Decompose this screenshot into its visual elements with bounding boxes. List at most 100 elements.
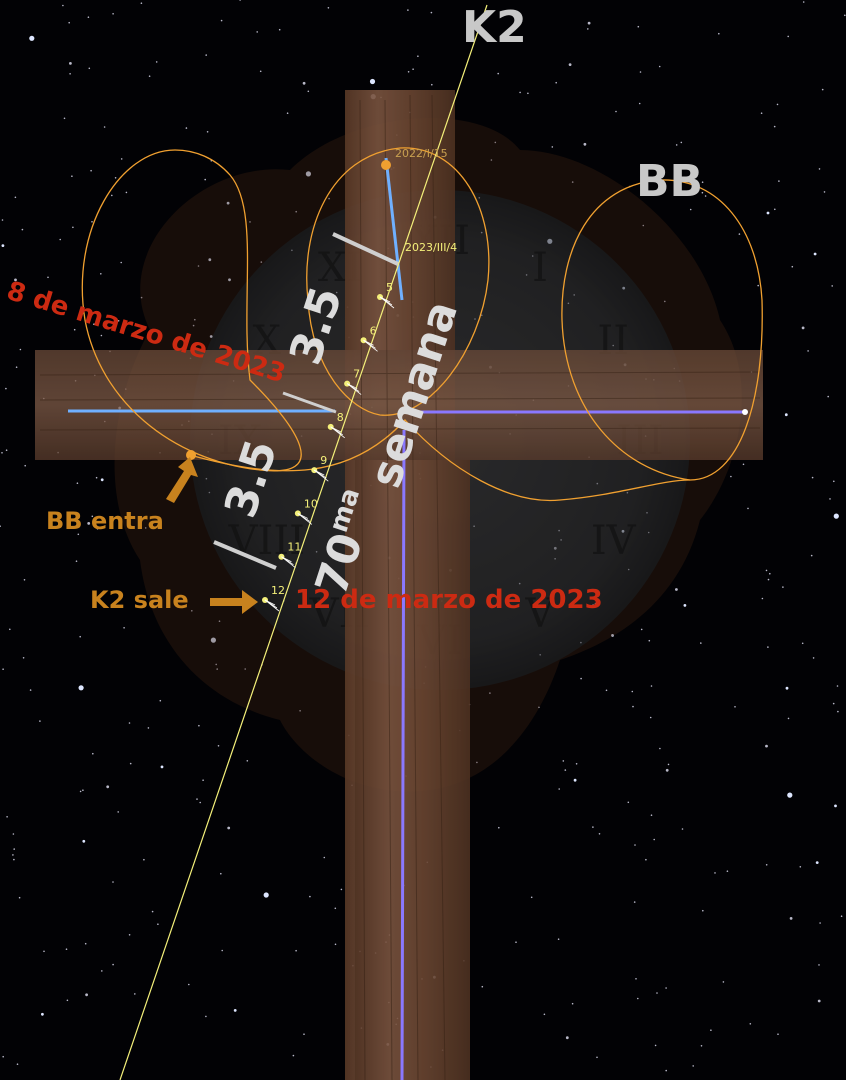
star: [302, 81, 306, 85]
star: [407, 9, 409, 11]
star: [303, 1033, 305, 1035]
star: [645, 858, 647, 861]
star: [714, 872, 716, 874]
star: [476, 761, 478, 764]
star: [134, 993, 136, 995]
star: [369, 78, 376, 85]
star: [726, 870, 729, 872]
star: [327, 7, 330, 9]
star: [802, 1, 805, 3]
star: [157, 923, 159, 925]
star: [738, 233, 741, 235]
star: [112, 881, 114, 883]
star: [125, 191, 128, 194]
star: [41, 1012, 44, 1016]
k2-sale-arrow-icon: [210, 590, 258, 614]
star: [742, 463, 745, 466]
star: [334, 943, 337, 946]
day-tick-label: 12: [271, 584, 285, 597]
star: [159, 337, 162, 340]
star: [702, 909, 704, 912]
star: [21, 228, 24, 231]
star: [784, 413, 788, 417]
star: [789, 917, 793, 920]
star: [22, 657, 25, 659]
star: [15, 366, 18, 369]
star: [659, 747, 661, 750]
star: [259, 70, 262, 73]
star: [836, 685, 839, 687]
star: [774, 208, 776, 211]
star: [100, 478, 104, 482]
star: [632, 705, 634, 708]
star: [665, 987, 667, 989]
day-tick-tail: [346, 383, 362, 395]
k2-sale-label: K2 sale: [90, 586, 189, 614]
star: [821, 88, 824, 91]
star: [305, 171, 311, 177]
star: [801, 326, 805, 330]
star: [747, 507, 749, 510]
star: [665, 1069, 667, 1072]
star: [220, 872, 222, 875]
star: [1, 452, 3, 454]
star: [14, 278, 17, 282]
star: [417, 55, 419, 57]
star: [773, 125, 776, 128]
star: [817, 999, 821, 1003]
star: [519, 91, 521, 94]
bb-entra-arrow-icon: [166, 457, 198, 503]
star: [90, 169, 92, 172]
star: [571, 181, 574, 183]
star: [79, 790, 82, 793]
star: [664, 300, 666, 303]
star: [757, 284, 759, 287]
star: [605, 689, 608, 692]
star: [2, 1055, 4, 1058]
star: [160, 765, 164, 769]
star: [24, 464, 27, 467]
star: [431, 83, 433, 86]
star: [767, 578, 770, 581]
star: [87, 16, 90, 19]
day-tick-tail: [314, 469, 329, 482]
star: [196, 798, 198, 800]
star: [827, 395, 829, 398]
star: [147, 727, 150, 729]
march-12-label: 12 de marzo de 2023: [295, 585, 603, 615]
star: [675, 588, 678, 591]
star: [73, 328, 76, 331]
star: [565, 1036, 569, 1040]
star: [412, 68, 414, 70]
star: [217, 745, 220, 747]
star: [66, 999, 69, 1002]
k2-label: K2: [462, 2, 527, 53]
star: [29, 689, 32, 691]
star: [489, 692, 491, 694]
star: [701, 181, 704, 183]
star: [59, 238, 61, 241]
day-tick-tail: [379, 296, 395, 309]
bb-label: BB: [636, 156, 704, 207]
bb-entra-label: BB entra: [46, 507, 164, 535]
star: [515, 941, 517, 943]
star: [71, 175, 73, 177]
star: [527, 92, 529, 95]
day-tick-tail: [281, 556, 296, 569]
star: [580, 677, 582, 680]
star: [128, 934, 131, 936]
wooden-cross: [35, 90, 763, 1080]
star: [210, 637, 216, 643]
star: [648, 639, 651, 642]
star: [749, 1023, 752, 1025]
star: [12, 854, 14, 856]
star: [9, 628, 11, 631]
star: [823, 191, 826, 193]
star: [79, 635, 81, 638]
star: [557, 938, 560, 940]
star: [209, 335, 213, 338]
star: [244, 668, 246, 670]
star: [103, 126, 106, 128]
